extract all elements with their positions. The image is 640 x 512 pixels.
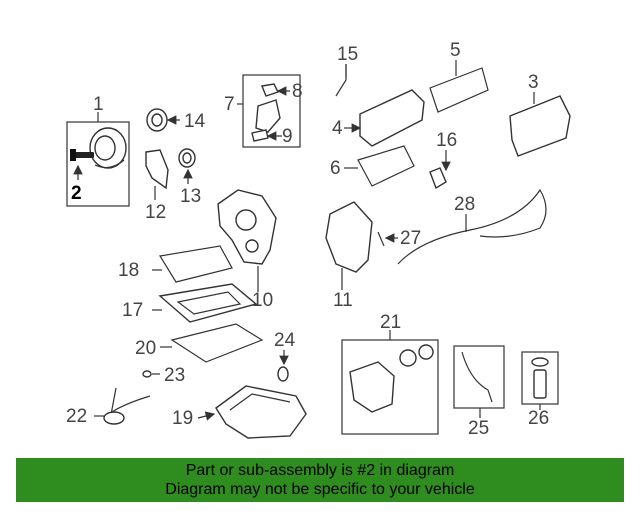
callout-22: 22 bbox=[66, 406, 87, 427]
part-22-dipstick-tube[interactable] bbox=[94, 387, 151, 425]
part-19-oil-pan[interactable] bbox=[197, 385, 307, 439]
part-21-oil-pump-group[interactable] bbox=[341, 330, 439, 435]
callout-12: 12 bbox=[145, 202, 166, 223]
callout-8: 8 bbox=[292, 81, 303, 102]
callout-16: 16 bbox=[436, 130, 457, 151]
callout-17: 17 bbox=[122, 300, 143, 321]
callout-26: 26 bbox=[528, 408, 549, 429]
callout-13: 13 bbox=[180, 186, 201, 207]
callout-15: 15 bbox=[337, 44, 358, 65]
part-4-engine-cover[interactable] bbox=[344, 89, 425, 147]
callout-14: 14 bbox=[184, 111, 206, 132]
callout-9: 9 bbox=[282, 126, 293, 147]
part-6-gasket[interactable] bbox=[344, 145, 415, 187]
callout-23: 23 bbox=[164, 365, 185, 386]
part-12-bracket[interactable] bbox=[145, 149, 169, 200]
callout-25: 25 bbox=[468, 418, 489, 439]
exploded-view-svg: 1 2 3 4 5 6 7 8 9 10 11 12 13 14 15 16 1… bbox=[66, 40, 571, 439]
part-5-valve-cover-gasket[interactable] bbox=[429, 60, 489, 113]
callout-27: 27 bbox=[400, 228, 421, 249]
part-7-thermostat-group[interactable] bbox=[237, 74, 301, 148]
callout-19: 19 bbox=[172, 408, 193, 429]
banner-line-2: Diagram may not be specific to your vehi… bbox=[165, 481, 475, 498]
callout-6: 6 bbox=[330, 158, 341, 179]
parts-diagram: 1 2 3 4 5 6 7 8 9 10 11 12 13 14 15 16 1… bbox=[66, 40, 571, 439]
callout-10: 10 bbox=[252, 290, 273, 311]
part-27-fitting[interactable] bbox=[377, 231, 398, 247]
callout-3: 3 bbox=[528, 72, 539, 93]
callout-1: 1 bbox=[93, 94, 104, 115]
part-3-valve-cover[interactable] bbox=[509, 92, 571, 157]
part-28-harness[interactable] bbox=[397, 188, 547, 265]
part-13-ring[interactable] bbox=[178, 148, 196, 184]
callout-4: 4 bbox=[332, 118, 343, 139]
part-14-seal[interactable] bbox=[146, 108, 180, 132]
part-24-drain-plug[interactable] bbox=[277, 350, 289, 382]
part-1-pulley-group[interactable] bbox=[66, 112, 130, 207]
part-17-oil-pan-upper[interactable] bbox=[152, 283, 258, 323]
part-26-oil-filter-group[interactable] bbox=[521, 351, 559, 410]
callout-7: 7 bbox=[224, 94, 235, 115]
part-2-bolt[interactable] bbox=[70, 149, 94, 180]
part-18-gasket[interactable] bbox=[152, 245, 233, 283]
callout-24: 24 bbox=[274, 330, 296, 351]
part-11-front-cover-plate[interactable] bbox=[325, 201, 373, 290]
callout-28: 28 bbox=[454, 194, 475, 215]
part-25-tube-group[interactable] bbox=[453, 345, 505, 418]
callout-20: 20 bbox=[135, 338, 156, 359]
callout-18: 18 bbox=[118, 260, 139, 281]
part-23-plug[interactable] bbox=[142, 370, 160, 378]
callout-11: 11 bbox=[333, 290, 353, 311]
part-15-dipstick[interactable] bbox=[335, 64, 347, 97]
part-10-timing-cover[interactable] bbox=[217, 189, 277, 292]
callout-21: 21 bbox=[380, 312, 401, 333]
part-20-pan-gasket[interactable] bbox=[160, 323, 264, 363]
part-16-sensor[interactable] bbox=[429, 150, 451, 190]
info-banner: Part or sub-assembly is #2 in diagram Di… bbox=[16, 458, 624, 502]
callout-5: 5 bbox=[450, 40, 461, 61]
callout-2: 2 bbox=[71, 183, 82, 204]
banner-line-1: Part or sub-assembly is #2 in diagram bbox=[185, 462, 455, 479]
